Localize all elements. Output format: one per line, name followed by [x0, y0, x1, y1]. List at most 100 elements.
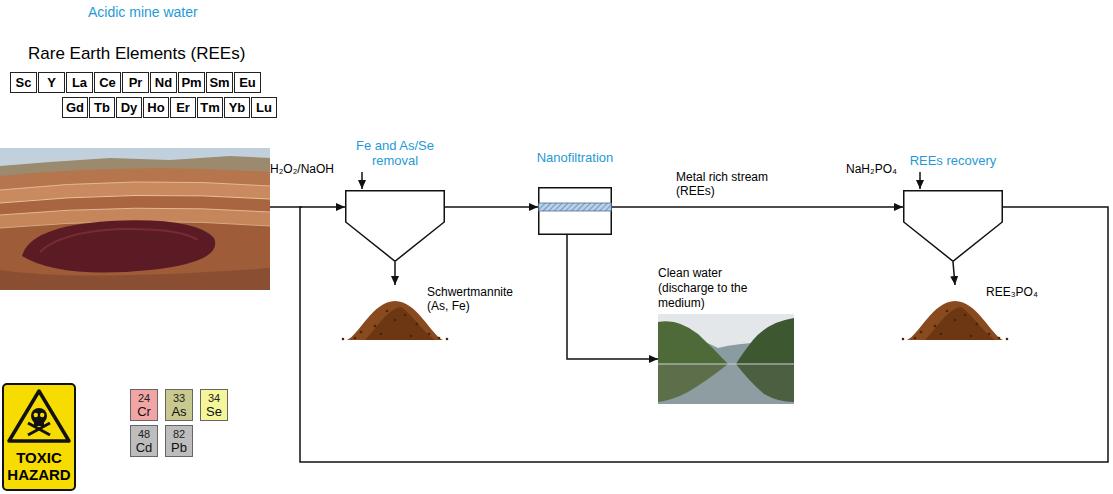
element-tile: Dy [116, 97, 142, 118]
river-photo [658, 314, 794, 404]
powder-pile [446, 338, 449, 341]
powder-pile [907, 301, 1003, 340]
mine-photo [22, 220, 215, 272]
node-text: Er [176, 101, 190, 114]
element-tile: Eu [234, 72, 261, 93]
reagent-arrow [919, 172, 921, 189]
reagent-label: NaH₂PO₄ [846, 162, 897, 176]
powder-pile [902, 338, 905, 341]
powder-pile [428, 333, 431, 336]
mine-photo [0, 268, 270, 290]
flow-arrow [567, 235, 658, 359]
mine-photo [0, 168, 270, 290]
nanofiltration-module: Nanofiltration [538, 187, 612, 235]
skull-symbol [9, 391, 69, 441]
node-text: REE₃PO₄ [986, 285, 1080, 299]
powder-pile [354, 337, 357, 340]
group-heading: Rare Earth Elements (REEs) [28, 44, 245, 64]
mine-photo [0, 156, 270, 290]
node-text: 34 [208, 392, 220, 405]
reagent-arrow [361, 172, 363, 189]
precipitate-pile: Schwertmannite (As, Fe) [335, 285, 523, 341]
element-tile: Ce [94, 72, 121, 93]
node-text: Tb [94, 101, 110, 114]
toxic-element-tile: 33As [165, 389, 193, 421]
edge-label: Metal rich stream (REEs) [676, 170, 776, 198]
node-text: Y [47, 76, 56, 89]
node-text: La [72, 76, 87, 89]
flow-arrow [612, 206, 903, 208]
skull-symbol [40, 413, 44, 417]
node-text: As [171, 405, 186, 419]
node-text: Sc [16, 76, 32, 89]
powder-pile [970, 335, 973, 338]
powder-pile [1006, 338, 1009, 341]
node-text: Pm [181, 76, 201, 89]
node-text: 82 [173, 428, 185, 441]
powder-pile [374, 325, 377, 328]
flow-arrow [300, 207, 1108, 462]
powder-pile [416, 323, 419, 326]
powder-pile [925, 307, 995, 340]
node-text: Clean water (discharge to the medium) [658, 266, 758, 311]
skull-symbol [34, 420, 44, 426]
element-tile: Er [170, 97, 196, 118]
powder-pile [365, 307, 435, 340]
element-tile: Sm [206, 72, 233, 93]
toxic-element-tile: 34Se [200, 389, 228, 421]
toxic-hazard-sign: TOXIC HAZARD [2, 383, 76, 491]
powder-pile [964, 314, 967, 317]
flow-arrow [953, 262, 955, 285]
inlet-line [270, 206, 302, 208]
element-tile: Lu [251, 97, 277, 118]
stage-heading: Nanofiltration [525, 150, 625, 165]
reagent-label: H₂O₂/NaOH [270, 162, 334, 176]
node-text: 24 [138, 392, 150, 405]
flow-arrow [394, 262, 396, 285]
powder-pile [954, 319, 957, 322]
node-text: 33 [173, 392, 185, 405]
river-photo [658, 321, 728, 364]
node-text: Sm [209, 76, 229, 89]
settler-outline [904, 191, 1003, 262]
diagram-title: Acidic mine water [88, 4, 198, 20]
element-tile: Sc [10, 72, 37, 93]
element-tile: La [66, 72, 93, 93]
toxic-element-tile: 24Cr [130, 389, 158, 421]
powder-pile [934, 325, 937, 328]
powder-pile [438, 337, 441, 340]
toxic-element-tile: 48Cd [130, 425, 158, 457]
toxic-element-tile: 82Pb [165, 425, 193, 457]
river-photo [736, 318, 794, 364]
node-text: Ho [147, 101, 164, 114]
powder-pile [920, 331, 923, 334]
node-text: Gd [66, 101, 84, 114]
powder-pile [342, 338, 345, 341]
mine-photo [0, 148, 270, 290]
stage-heading: REEs recovery [903, 153, 1003, 168]
element-tile: Tb [89, 97, 115, 118]
node-text: Pb [171, 441, 187, 455]
mine-photo [0, 148, 270, 290]
node-text: Se [206, 405, 222, 419]
settler-tank: REEs recovery [903, 190, 1003, 262]
powder-pile [998, 337, 1001, 340]
mine-photo [40, 229, 198, 252]
node-text: TOXIC HAZARD [4, 449, 74, 483]
membrane-outline [539, 203, 612, 211]
settler-outline [346, 191, 445, 262]
node-text: Eu [239, 76, 256, 89]
river-photo [658, 314, 794, 404]
settler-outline [903, 190, 1003, 262]
element-tile: Y [38, 72, 65, 93]
element-tile: Gd [62, 97, 88, 118]
flow-arrow [445, 206, 538, 208]
mine-photo [0, 208, 270, 290]
stage-heading: Fe and As/Se removal [345, 138, 445, 168]
element-tile: Nd [150, 72, 177, 93]
node-text: Nd [155, 76, 172, 89]
settler-tank: Fe and As/Se removal [345, 190, 445, 262]
river-photo [658, 364, 794, 365]
element-tile: Ho [143, 97, 169, 118]
